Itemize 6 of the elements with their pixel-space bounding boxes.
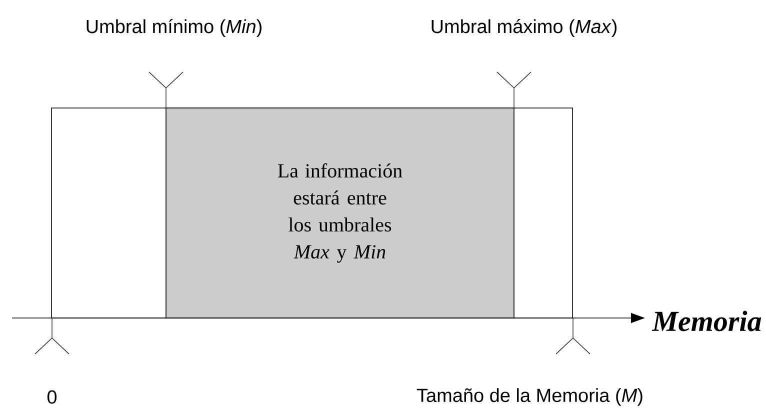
axis-label: Tamaño de la Memoria (M) (416, 388, 642, 406)
shaded-region: La información estará entre los umbrales Max y Min (166, 108, 514, 318)
axis-label: 0 (47, 390, 57, 404)
axis-label: Umbral máximo (Max) (432, 19, 617, 37)
axis-label: Umbral mínimo (Min) (86, 19, 262, 37)
axis-title: Memoria (652, 310, 762, 332)
